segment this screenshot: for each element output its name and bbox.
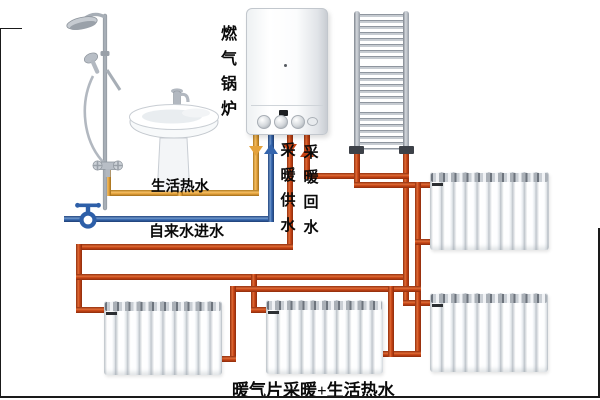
valve-body (79, 211, 97, 229)
heating-supply-label: 采暖供水 (280, 143, 296, 234)
shower-pole (102, 13, 108, 211)
sink-ledge (182, 108, 210, 118)
boiler-icon (246, 8, 328, 135)
pipe-return-header (230, 286, 421, 292)
pipe-branch-radiator-bm (251, 274, 257, 313)
pipe-tap-water-riser (268, 133, 274, 222)
valve-handle (75, 202, 101, 215)
domestic-hot-water-label: 生活热水 (151, 179, 209, 195)
shower-hose (83, 75, 106, 165)
heating-return-flow-arrow (300, 147, 314, 157)
pipe-right-riser (415, 182, 421, 357)
pipe-towel-left-leg (354, 150, 360, 188)
pipe-tap-water-run (64, 216, 274, 222)
boiler-knob (274, 115, 288, 129)
heating-supply-flow-arrow (283, 144, 297, 154)
shower-bracket (105, 69, 122, 91)
pipe-stub-radiator-tr-supply (354, 182, 434, 188)
shower-slider (100, 51, 110, 56)
dhw-flow-arrow (249, 146, 263, 156)
boiler-button (307, 117, 318, 126)
tap-water-label: 自来水进水 (149, 224, 225, 240)
pipe-radiator-bl-return-riser (230, 286, 236, 362)
boiler-knob (257, 115, 271, 129)
boiler-display (279, 110, 288, 116)
sink-faucet (171, 88, 190, 107)
towel-radiator-right-tube (403, 11, 409, 151)
boiler-panel-divider (251, 105, 323, 106)
hand-shower (83, 52, 100, 74)
sink-pedestal (156, 137, 191, 192)
diagram-caption: 暖气片采暖+生活热水 (232, 381, 395, 400)
shower-icon (66, 12, 123, 211)
sink-icon (129, 88, 219, 192)
towel-radiator-foot (349, 146, 364, 154)
radiator-brand-chip (432, 183, 443, 186)
pipe-dhw-drop (253, 133, 259, 196)
pipe-supply-header (76, 274, 409, 280)
frame-bottom-border (0, 396, 600, 398)
pipe-stub-radiator-bm-supply (251, 307, 271, 313)
boiler-logo-dot (284, 64, 287, 67)
towel-radiator-foot (399, 146, 414, 154)
pipe-stub-radiator-bl-return (218, 356, 236, 362)
radiator-brand-chip (106, 312, 117, 315)
radiator-icon-bottom-left (104, 301, 222, 375)
frame-right-border (598, 228, 600, 398)
radiator-icon-top-right (430, 172, 549, 250)
pipe-dhw-shower-stub (105, 170, 111, 196)
towel-radiator-bars (358, 112, 405, 150)
mixer-handles (92, 160, 123, 171)
pipe-heating-supply-drop (287, 133, 293, 250)
frame-left-border (0, 28, 1, 398)
pipe-towel-right-leg (403, 150, 409, 306)
heating-return-label: 采暖回水 (303, 145, 319, 236)
pipe-radiator-bm-return-riser (388, 286, 394, 357)
pipe-heating-supply-run (76, 244, 293, 250)
pipe-stub-radiator-tr-return (415, 239, 434, 245)
frame-top-left-stub (0, 28, 22, 29)
pipe-stub-radiator-bm-return (379, 351, 421, 357)
radiator-icon-bottom-right (430, 293, 548, 372)
towel-radiator-icon (358, 14, 405, 60)
radiator-brand-chip (432, 304, 443, 307)
mixer-outlet (105, 169, 111, 177)
valve-icon (75, 202, 101, 229)
towel-radiator-left-tube (354, 11, 360, 151)
boiler-label: 燃气锅炉 (220, 26, 237, 118)
pipe-stub-radiator-bl-supply (76, 307, 108, 313)
radiator-brand-chip (268, 311, 279, 314)
towel-radiator-bars (358, 66, 405, 106)
shower-head-face (69, 20, 97, 31)
radiator-icon-bottom-middle (266, 300, 383, 374)
tap-water-flow-arrow (264, 144, 278, 154)
boiler-knob (291, 115, 305, 129)
